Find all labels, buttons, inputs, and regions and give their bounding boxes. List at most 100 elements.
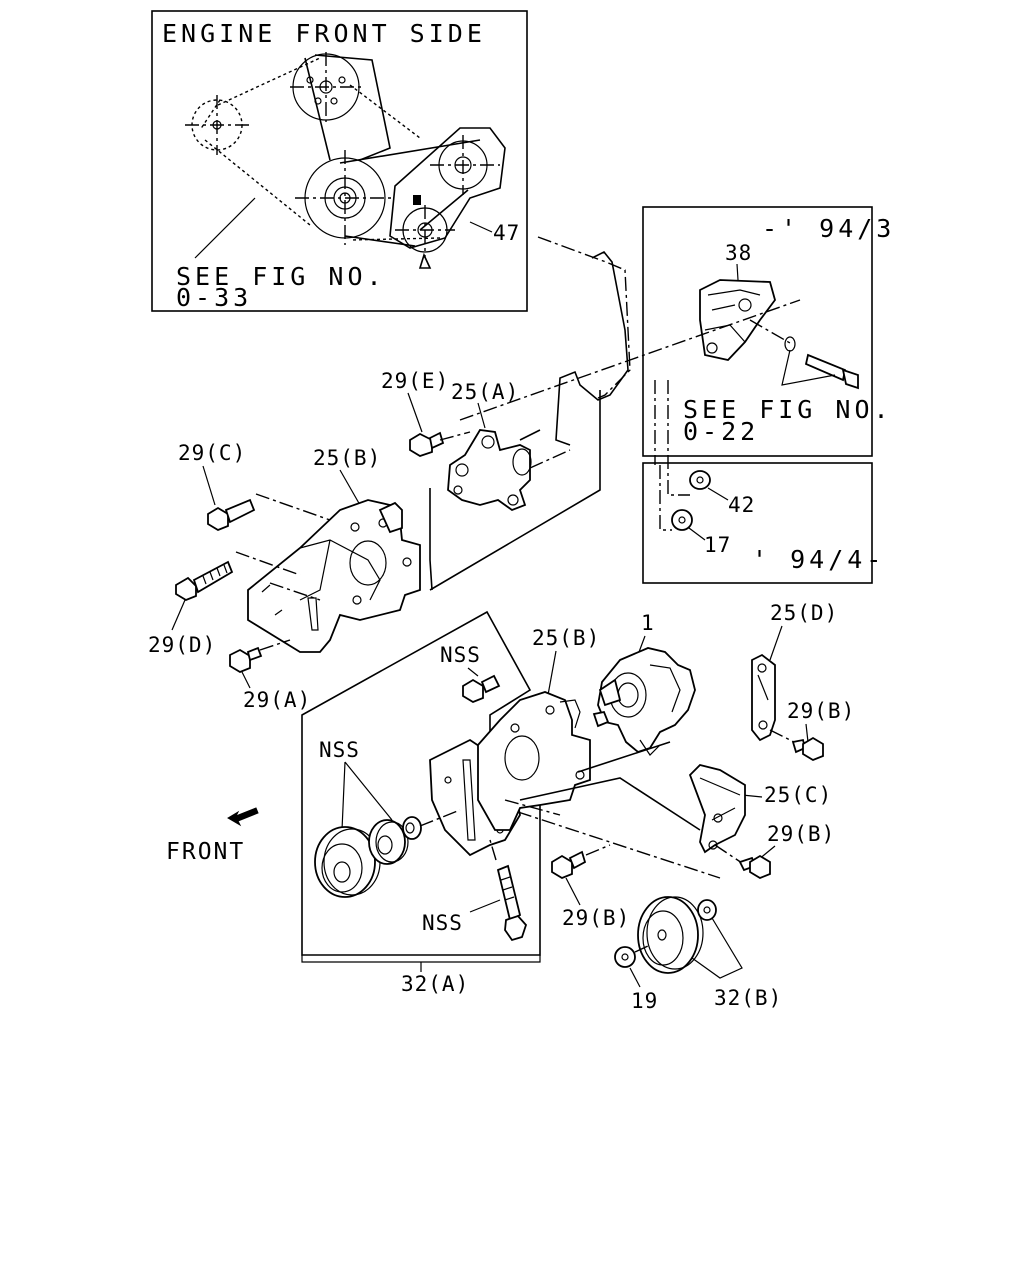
bracket-38 [699,279,776,361]
nss-spacer [402,816,422,840]
crank-pulley [290,52,362,122]
bolt-29C [207,498,256,532]
leader-29A [241,671,251,689]
inset-upper-frame [642,206,873,457]
leader-25A [477,402,486,429]
left-pulley [185,95,250,155]
connect-line-25C [519,741,701,831]
callout-25D: 25(D) [770,601,838,625]
leader-25D [769,625,783,661]
callout-38: 38 [725,241,752,265]
belt-solid [304,54,391,161]
bolt-29B-3 [551,850,587,880]
centerline-29B-3 [585,844,611,856]
callout-42: 42 [728,493,755,517]
bracket-32A [301,955,541,972]
nut-19 [614,946,636,968]
nss-pulley-small [368,819,409,865]
centerline-19 [634,944,651,953]
leader-29C [202,465,216,506]
leader-washer-bolt [781,349,836,386]
callout-25B-top: 25(B) [313,446,381,470]
callout-29C: 29(C) [178,441,246,465]
centerline-25A [529,449,571,469]
centerline-vertical [654,380,690,531]
nss-left: NSS [319,738,360,762]
bolt-29B-1 [791,736,824,762]
pulley-32B [637,896,704,974]
timing-cover [555,250,629,446]
leader-17 [688,527,706,541]
range-lower: ' 94/4- [752,545,885,574]
nss-bolt-long [496,864,528,942]
see-fig-text-2: SEE FIG NO. [683,395,893,424]
bolt-29A [229,646,263,674]
callout-1: 1 [641,611,655,635]
leader-32B [691,917,743,979]
nss-bolt-top [462,674,501,704]
centerline-29E [439,431,471,441]
centerline-29A [259,639,291,651]
frame-line-mid [429,488,433,591]
inset-lower-frame [642,462,873,584]
centerline-25B-top [235,551,321,601]
leader-25B-top [339,469,361,506]
see-fig-number: 0-33 [176,283,252,312]
leader-29B-3 [565,877,581,906]
nss-bottom: NSS [422,911,463,935]
callout-29B-2: 29(B) [767,822,835,846]
bolt-38 [804,353,859,390]
see-fig-number-2: 0-22 [683,417,759,446]
nut-17 [671,509,693,531]
bolt-29B-2 [738,854,771,880]
centerline-lower-main [504,799,721,879]
leader-42 [707,487,729,501]
callout-32A: 32(A) [401,972,469,996]
callout-25A: 25(A) [451,380,519,404]
callout-29D: 29(D) [148,633,216,657]
washer [784,336,796,352]
inset-engine-front-side: ENGINE FRONT SIDE [151,10,528,312]
leader-nss-bottom [469,899,501,913]
bolt-29D [175,560,234,602]
range-upper: -' 94/3 [762,214,895,243]
callout-29A: 29(A) [243,688,311,712]
callout-29B-3: 29(B) [562,906,630,930]
leader-29E [407,392,423,433]
bolt-29E [409,431,445,457]
leader-19 [629,967,641,988]
see-fig-text: SEE FIG NO. [176,262,386,291]
pump-bracket [389,127,506,269]
centerline-29C [255,493,331,521]
centerline-upper [459,299,801,421]
bracket-25B-upper [247,499,421,653]
large-pulley [295,150,395,245]
centerline-38 [749,319,791,344]
leader-nss-top [467,667,479,677]
bracket-25A [447,429,532,512]
callout-25B-mid: 25(B) [532,626,600,650]
power-steering-pump [592,647,696,756]
bracket-25D [751,653,776,742]
belt-tensioner [339,139,481,247]
front-arrow-icon [227,807,259,827]
leader-38 [736,263,739,281]
leader-see-fig [194,197,256,259]
nut-32B [697,899,717,921]
leader-nss-left [341,761,393,831]
inset-frame [151,10,528,312]
belt-dotted [199,57,441,241]
leader-47 [469,221,493,233]
nut-42 [689,470,711,490]
callout-25C: 25(C) [764,783,832,807]
centerline-nss-bolt [489,839,497,861]
callout-19: 19 [631,989,658,1013]
inset-year-range: -' 94/3 38 SEE FIG NO. 0-22 42 17 [642,206,895,584]
nss-top: NSS [440,643,481,667]
frame-line-upper [429,390,601,591]
leader-29B-1 [805,723,809,743]
centerline-pulleys [419,809,461,827]
leader-29D [171,599,186,631]
bracket-25C [688,764,746,854]
